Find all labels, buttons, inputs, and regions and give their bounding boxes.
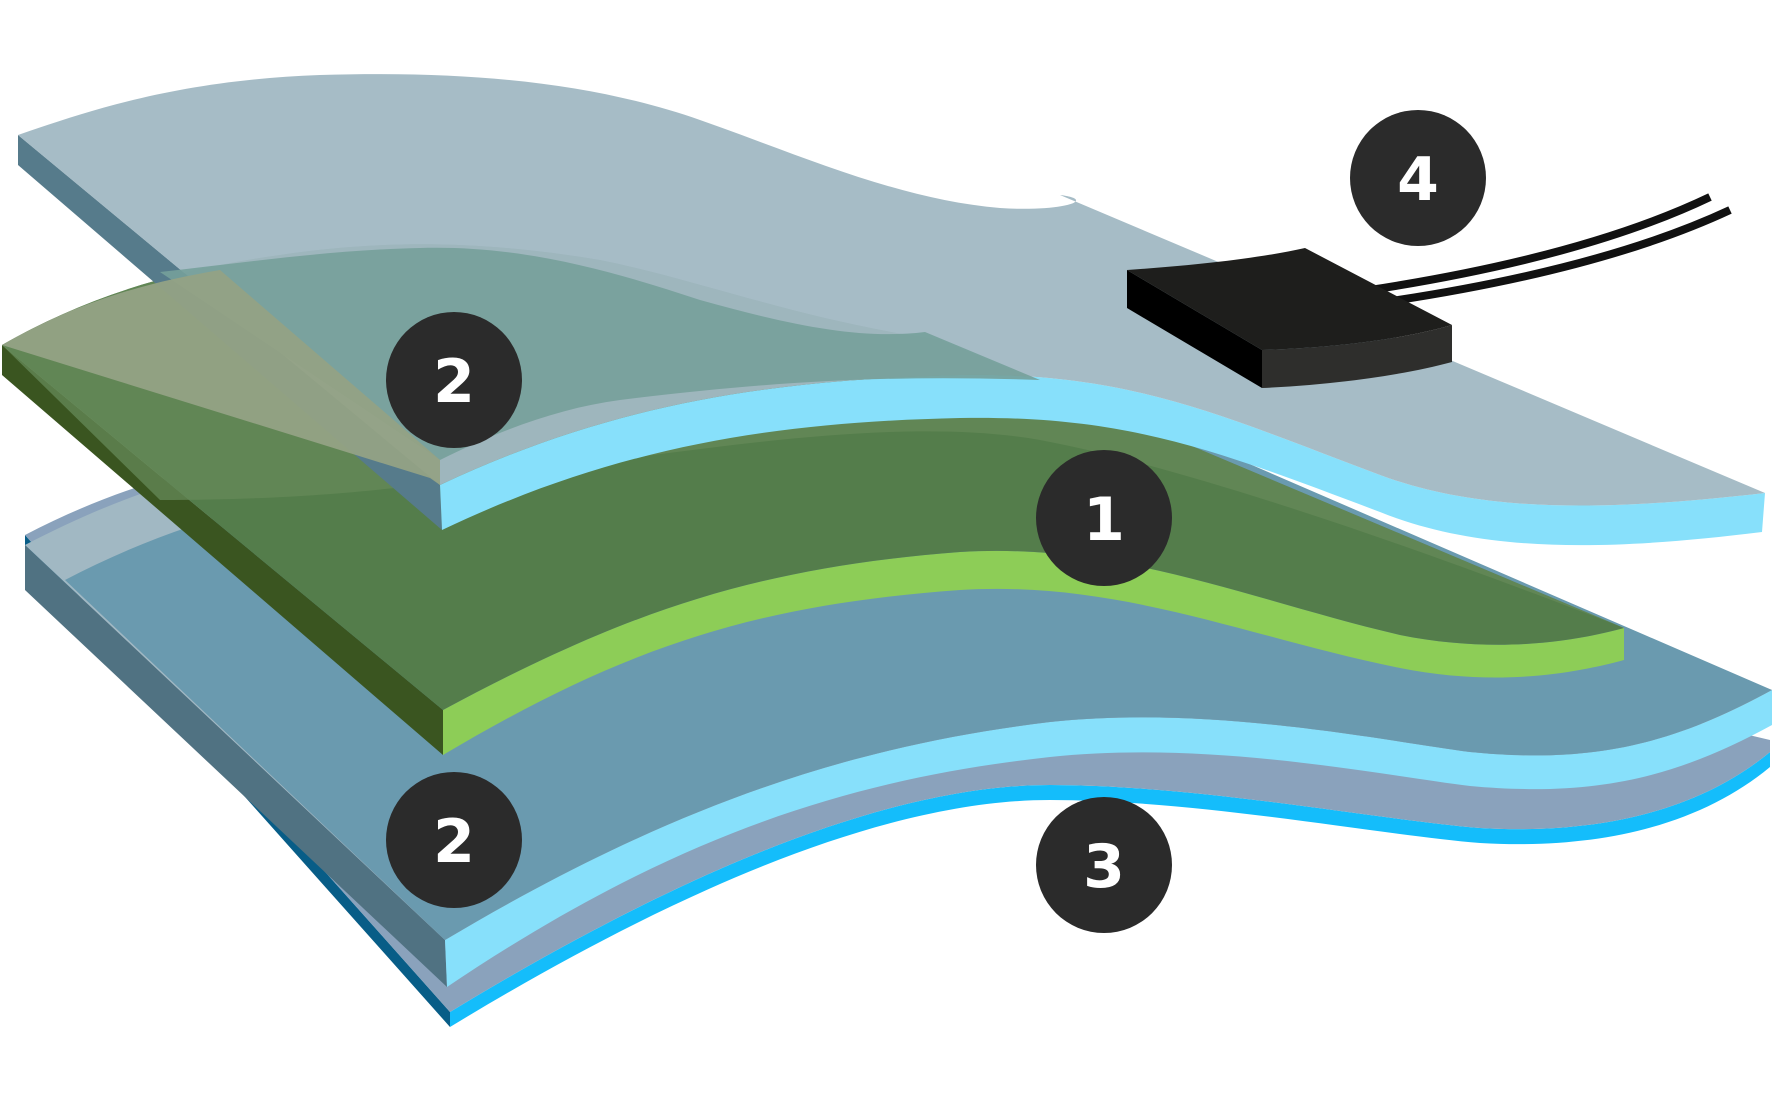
connector-wire-2 — [1384, 206, 1732, 306]
bottom-glass-edge — [445, 690, 1772, 987]
badge-bottom-glass-label: 2 — [433, 807, 475, 877]
connector-block-front — [1262, 325, 1452, 388]
badge-top-glass-label: 2 — [433, 347, 475, 417]
connector — [1127, 193, 1732, 388]
badge-top-glass-circle — [386, 312, 522, 448]
badge-green-layer-label: 1 — [1083, 485, 1125, 555]
connector-wire — [1369, 193, 1712, 294]
badge-bottom-glass: 2 — [386, 772, 522, 908]
badge-base-layer-label: 3 — [1083, 832, 1125, 902]
badge-connector: 4 — [1350, 110, 1486, 246]
badge-top-glass: 2 — [386, 312, 522, 448]
badge-bottom-glass-circle — [386, 772, 522, 908]
badge-base-layer-circle — [1036, 797, 1172, 933]
green-layer-edge — [443, 550, 1624, 755]
connector-block-top — [1127, 248, 1452, 350]
badge-base-layer: 3 — [1036, 797, 1172, 933]
badge-connector-circle — [1350, 110, 1486, 246]
bottom-glass-side — [25, 545, 447, 987]
badge-green-layer-circle — [1036, 450, 1172, 586]
connector-block-side — [1127, 270, 1262, 388]
top-glass-overlap-tint — [160, 247, 1040, 460]
top-glass-overlap-green — [2, 270, 440, 485]
connector-wire-gap — [1377, 201, 1721, 298]
top-glass-edge — [440, 374, 1765, 546]
badge-connector-label: 4 — [1397, 145, 1439, 215]
badge-green-layer: 1 — [1036, 450, 1172, 586]
